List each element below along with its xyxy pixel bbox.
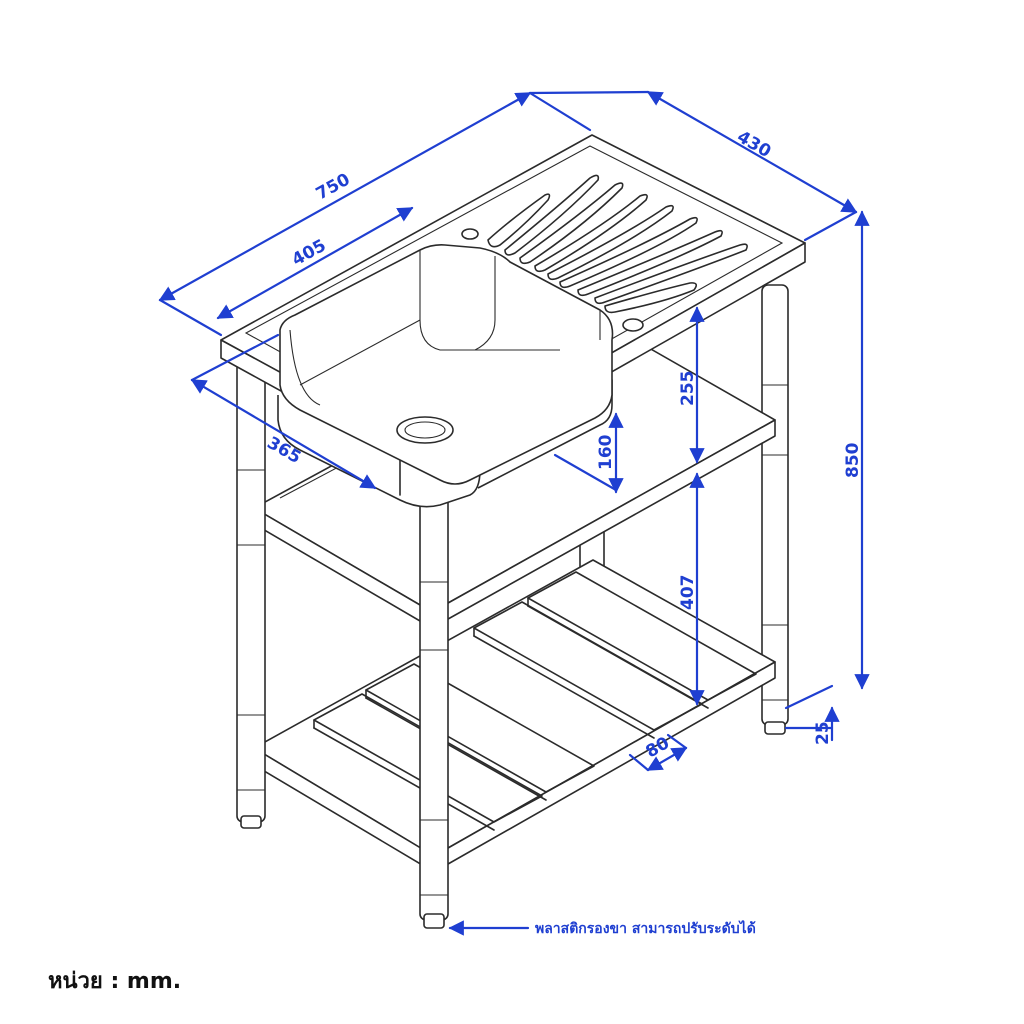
leg-pad-note: พลาสติกรองขา สามารถปรับระดับได้ [535,919,756,937]
dim-160: 160 [596,434,616,470]
dim-407: 407 [678,575,698,611]
dim-850: 850 [843,442,863,478]
dim-750: 750 [313,170,354,205]
dim-25: 25 [813,721,833,745]
front-leg-right [419,469,449,929]
dim-430: 430 [734,127,775,162]
unit-label: หน่วย : mm. [48,969,181,994]
dim-255: 255 [678,371,698,407]
back-leg-right [761,284,789,735]
front-leg-left [236,361,266,829]
dimension-lines [158,90,870,936]
bottom-shelf [253,559,776,873]
